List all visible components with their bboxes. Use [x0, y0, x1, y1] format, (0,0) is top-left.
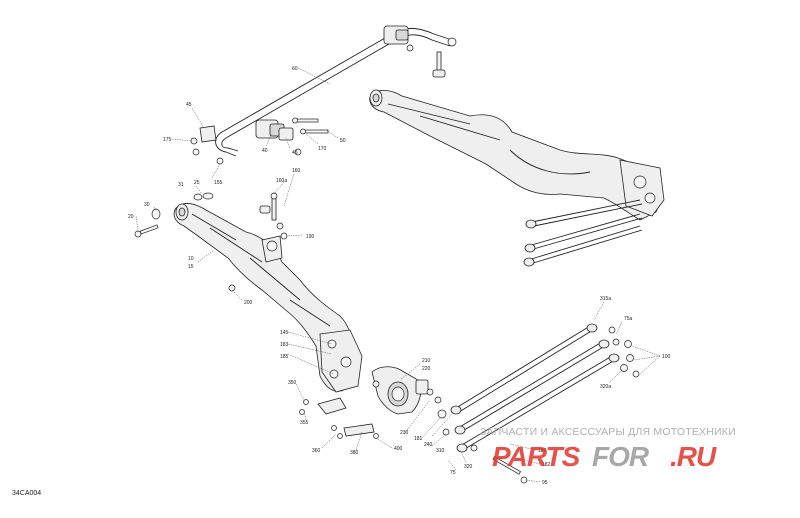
callout-75a: 75a [624, 316, 633, 322]
callout-31: 31 [178, 182, 184, 188]
callout-185: 185 [280, 354, 289, 360]
callout-25: 25 [194, 180, 200, 186]
callout-160: 160 [292, 168, 301, 174]
callout-360: 360 [312, 448, 321, 454]
callout-155: 155 [214, 180, 223, 186]
callout-40: 40 [262, 148, 268, 154]
callout-355: 355 [300, 420, 309, 426]
control-links-right [523, 199, 643, 267]
callout-labels: 60 45 175 40 45 170 50 25 31 155 160a 16… [128, 66, 671, 486]
callout-175: 175 [163, 137, 172, 143]
callout-190: 190 [306, 234, 315, 240]
hardware-175 [190, 125, 224, 165]
callout-95: 95 [542, 480, 548, 486]
callout-183: 183 [280, 342, 289, 348]
callout-15: 15 [188, 264, 194, 270]
callout-182: 182 [542, 462, 551, 468]
callout-145: 145 [280, 330, 289, 336]
callout-170: 170 [318, 146, 327, 152]
trailing-arm-right [369, 89, 665, 221]
sway-bar [215, 27, 453, 157]
callout-75: 75 [450, 470, 456, 476]
callout-320: 320 [464, 464, 473, 470]
callout-220: 220 [422, 366, 431, 372]
callout-230: 230 [400, 430, 409, 436]
svg-text:FOR: FOR [592, 441, 650, 472]
callout-160a: 160a [276, 178, 287, 184]
callout-200: 200 [244, 300, 253, 306]
sway-bar-bracket-left [255, 117, 329, 156]
trailing-arm-left [173, 203, 363, 393]
callout-60: 60 [292, 66, 298, 72]
callout-30: 30 [144, 202, 150, 208]
callout-181: 181 [414, 436, 423, 442]
callout-20: 20 [128, 214, 134, 220]
callout-320a: 320a [600, 384, 611, 390]
knuckle [371, 366, 447, 419]
callout-310: 310 [436, 448, 445, 454]
callout-400: 400 [394, 446, 403, 452]
callout-50: 50 [340, 138, 346, 144]
callout-240: 240 [424, 442, 433, 448]
leader-lines [135, 67, 661, 483]
watermark-logo: PARTS FOR .RU [492, 441, 718, 472]
sway-bar-link-right [432, 37, 457, 78]
callout-380: 380 [350, 450, 359, 456]
sway-bar-link-left [259, 192, 288, 240]
svg-text:.RU: .RU [670, 441, 717, 472]
mounting-plate [299, 397, 379, 439]
callout-350: 350 [288, 380, 297, 386]
callout-45: 45 [186, 102, 192, 108]
callout-210: 210 [422, 358, 431, 364]
link-hardware [426, 326, 640, 484]
callout-10: 10 [188, 256, 194, 262]
watermark-tagline: ЗАПЧАСТИ И АКСЕССУАРЫ ДЛЯ МОТОТЕХНИКИ [480, 426, 736, 438]
callout-45b: 45 [292, 150, 298, 156]
svg-text:PARTS: PARTS [492, 441, 581, 472]
lateral-links [450, 323, 620, 453]
callout-315a: 315a [600, 296, 611, 302]
trailing-arm-left-hardware [134, 192, 236, 292]
callout-180: 180 [538, 448, 547, 454]
sway-bar-bracket-right [383, 25, 414, 52]
callout-100: 100 [662, 354, 671, 360]
diagram-code-label: 34CA004 [12, 490, 42, 497]
